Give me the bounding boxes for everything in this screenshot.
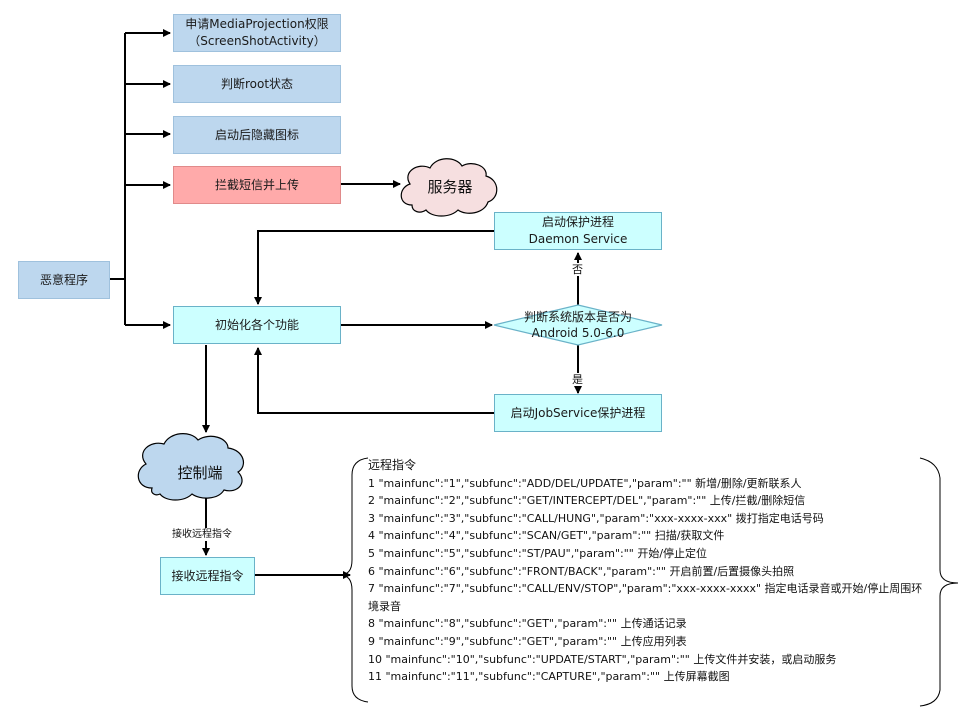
commands-right-bracket [919,457,959,707]
command-item: 1 "mainfunc":"1","subfunc":"ADD/DEL/UPDA… [368,476,802,490]
controller-label: 控制端 [177,464,223,482]
version-check-node: 判断系统版本是否为 Android 5.0-6.0 [510,308,646,342]
version-check-label-line1: 判断系统版本是否为 [523,310,632,324]
init-functions-node: 初始化各个功能 [173,306,341,344]
request-projection-label-line2: （ScreenShotActivity） [188,34,326,48]
edge-jobservice-to-init [254,347,494,414]
jobservice-label: 启动JobService保护进程 [510,405,646,420]
jobservice-node: 启动JobService保护进程 [494,394,662,432]
command-item: 9 "mainfunc":"9","subfunc":"GET","param"… [368,634,687,648]
edge-label-no: 否 [572,263,583,276]
intercept-sms-label: 拦截短信并上传 [214,177,299,192]
request-projection-node: 申请MediaProjection权限 （ScreenShotActivity） [173,14,341,52]
hide-icon-node: 启动后隐藏图标 [173,116,341,154]
server-cloud-shape [400,158,498,217]
check-root-label: 判断root状态 [220,76,294,91]
remote-commands-title: 远程指令 [368,458,417,472]
command-item: 4 "mainfunc":"4","subfunc":"SCAN/GET","p… [368,529,725,543]
init-functions-label: 初始化各个功能 [214,317,299,332]
receive-commands-node: 接收远程指令 [160,557,255,595]
edge-label-receive: 接收远程指令 [172,528,232,541]
controller-cloud-shape [137,433,245,501]
remote-commands-list: 远程指令 1 "mainfunc":"1","subfunc":"ADD/DEL… [368,457,928,686]
edge-daemon-to-init [254,230,494,305]
malware-node: 恶意程序 [18,261,110,299]
daemon-service-node: 启动保护进程 Daemon Service [494,212,662,250]
version-check-label-line2: Android 5.0-6.0 [531,326,625,340]
daemon-service-label-line2: Daemon Service [528,232,628,246]
commands-left-bracket [339,457,369,703]
daemon-service-label-line1: 启动保护进程 [541,215,614,229]
command-item: 11 "mainfunc":"11","subfunc":"CAPTURE","… [368,670,730,684]
receive-commands-label: 接收远程指令 [171,568,244,583]
command-item: 8 "mainfunc":"8","subfunc":"GET","param"… [368,617,687,631]
intercept-sms-node: 拦截短信并上传 [173,166,341,204]
command-item: 6 "mainfunc":"6","subfunc":"FRONT/BACK",… [368,564,795,578]
check-root-node: 判断root状态 [173,65,341,103]
version-check-diamond-shape [493,304,663,346]
hide-icon-label: 启动后隐藏图标 [214,127,299,142]
command-item: 3 "mainfunc":"3","subfunc":"CALL/HUNG","… [368,511,824,525]
malware-label: 恶意程序 [39,272,88,287]
server-label: 服务器 [427,178,473,196]
command-item: 10 "mainfunc":"10","subfunc":"UPDATE/STA… [368,652,837,666]
edge-label-yes: 是 [572,373,583,386]
request-projection-label-line1: 申请MediaProjection权限 [185,17,329,31]
command-item: 2 "mainfunc":"2","subfunc":"GET/INTERCEP… [368,494,806,508]
command-item: 7 "mainfunc":"7","subfunc":"CALL/ENV/STO… [368,582,923,613]
command-item: 5 "mainfunc":"5","subfunc":"ST/PAU","par… [368,546,708,560]
